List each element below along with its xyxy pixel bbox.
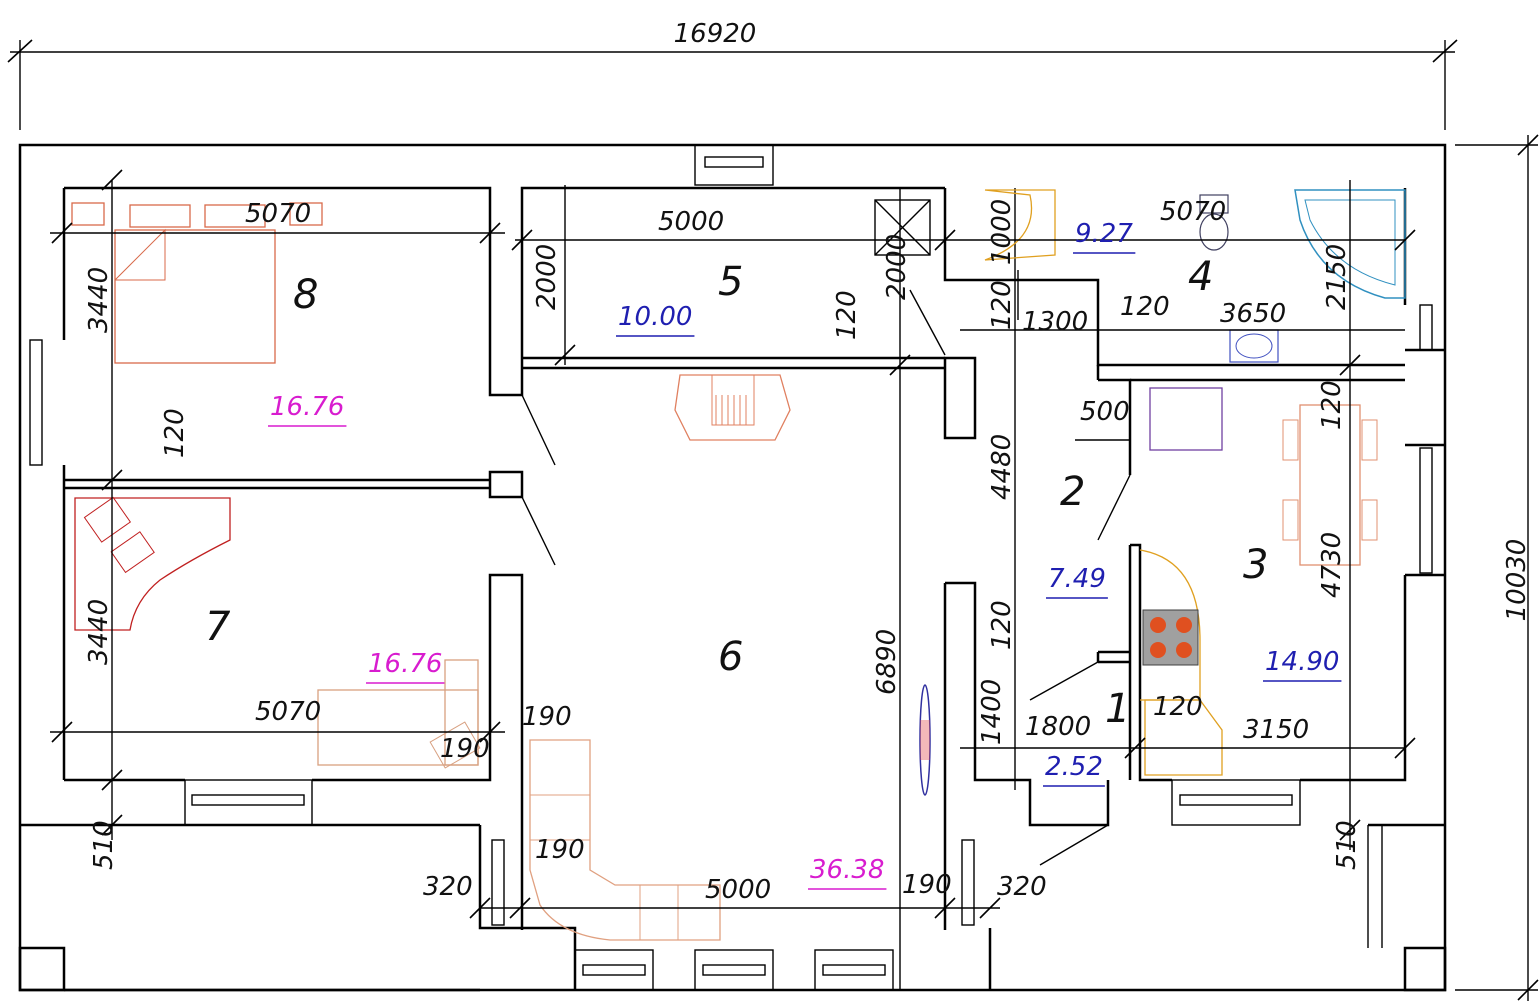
bed (71, 202, 323, 364)
room-3-area: 14.90 (1265, 647, 1339, 677)
overall-width-label: 16920 (674, 19, 757, 49)
dim-1300: 1300 (1022, 307, 1088, 337)
room-8-number: 8 (293, 272, 318, 318)
dim-partition-7-8: 120 (160, 408, 190, 458)
dim-120-room4-b: 120 (1120, 292, 1170, 322)
dim-120-room1: 120 (987, 600, 1017, 650)
toilet (1199, 194, 1229, 251)
room-3-number: 3 (1243, 542, 1268, 588)
area-underlines (268, 252, 1342, 890)
dim-room5-height: 2000 (532, 244, 562, 310)
washbasin (1229, 329, 1279, 363)
room-6-area: 36.38 (810, 855, 884, 885)
room-8-area: 16.76 (270, 392, 344, 422)
dim-1800: 1800 (1025, 712, 1091, 742)
kitchen-counter (1139, 387, 1223, 776)
corner-bathtub (1294, 189, 1406, 299)
dim-190-a: 190 (440, 734, 490, 764)
room-labels: 1 2 3 4 5 6 7 8 (205, 254, 1268, 732)
room-4-number: 4 (1188, 254, 1213, 300)
room-7-number: 7 (205, 604, 231, 650)
dim-room8-height: 3440 (84, 267, 114, 333)
dim-120-room3-b: 120 (1153, 692, 1203, 722)
room-5-area: 10.00 (618, 302, 692, 332)
corner-desk (74, 496, 231, 631)
overall-width-dimension: 16920 (7, 19, 1458, 130)
dim-2150: 2150 (1322, 244, 1352, 310)
dim-120-room3: 120 (1317, 380, 1347, 430)
armchair (674, 374, 791, 441)
overall-height-label: 10030 (1502, 539, 1532, 622)
dim-3650: 3650 (1220, 299, 1286, 329)
dim-190-d: 190 (902, 870, 952, 900)
dim-190-c: 190 (535, 835, 585, 865)
dim-6890: 6890 (872, 629, 902, 695)
dim-320-a: 320 (423, 872, 473, 902)
dim-120-room4-a: 120 (987, 280, 1017, 330)
interior-walls (29, 144, 1445, 991)
room-areas: 2.52 7.49 14.90 9.27 10.00 36.38 16.76 1… (270, 219, 1339, 885)
room-4-area: 9.27 (1075, 219, 1133, 249)
room-2-number: 2 (1060, 469, 1085, 515)
dim-2000-room5: 2000 (882, 234, 912, 300)
dim-room3-width: 3150 (1243, 715, 1309, 745)
interior-dimension-lines (50, 169, 1416, 919)
dim-room5-width: 5000 (658, 207, 724, 237)
dim-room7-width: 5070 (255, 697, 321, 727)
corner-sofa (529, 739, 721, 941)
dim-320-b: 320 (997, 872, 1047, 902)
room-1-number: 1 (1105, 686, 1130, 732)
room-5-number: 5 (718, 259, 743, 305)
tv-stand (919, 684, 931, 796)
dim-1000: 1000 (987, 199, 1017, 265)
room-2-area: 7.49 (1048, 564, 1106, 594)
dim-base-510-left: 510 (89, 820, 119, 870)
dimension-labels: 5070 3440 120 3440 5070 190 190 510 5000… (84, 197, 1362, 905)
dining-table (1282, 404, 1378, 566)
room-7-area: 16.76 (368, 649, 442, 679)
room-1-area: 2.52 (1045, 752, 1103, 782)
dim-120-room5: 120 (832, 290, 862, 340)
dim-1400: 1400 (977, 679, 1007, 745)
dim-190-b: 190 (522, 702, 572, 732)
room-6-number: 6 (718, 634, 743, 680)
dim-room3-height: 4730 (1317, 532, 1347, 598)
dim-room8-width: 5070 (245, 199, 311, 229)
dim-base-510-right: 510 (1332, 820, 1362, 870)
overall-height-dimension: 10030 (1455, 134, 1539, 1001)
dim-4480: 4480 (987, 434, 1017, 500)
dim-room6-width: 5000 (705, 875, 771, 905)
dim-room7-height: 3440 (84, 599, 114, 665)
dim-500: 500 (1080, 397, 1130, 427)
dim-room4-width: 5070 (1160, 197, 1226, 227)
